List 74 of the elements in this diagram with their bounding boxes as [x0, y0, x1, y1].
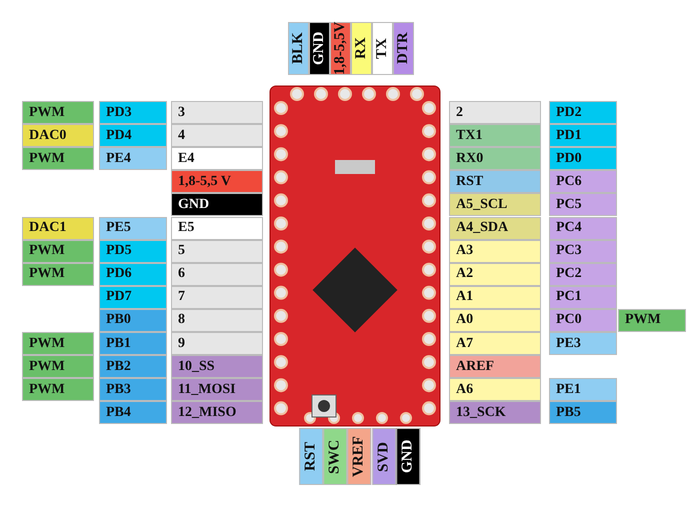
pin-label: PC5 — [549, 193, 617, 216]
pin-label: PWM — [22, 332, 94, 356]
pin-label: 4 — [171, 124, 263, 148]
pin-label: PWM — [22, 101, 94, 124]
pin-label: 9 — [171, 332, 263, 356]
pin-label: 3 — [171, 101, 263, 124]
pin-label: AREF — [449, 355, 541, 378]
pin-label: PC1 — [549, 286, 617, 309]
pin-label: 7 — [171, 286, 263, 309]
pin-label: PD1 — [549, 124, 617, 148]
pin-label: A5_SCL — [449, 193, 541, 216]
pin-label: 1,8-5,5V — [330, 22, 351, 75]
pin-label: PC3 — [549, 240, 617, 263]
pin-label: 11_MOSI — [171, 378, 263, 402]
pin-label: PB1 — [99, 332, 167, 356]
pin-label: PD3 — [99, 101, 167, 124]
pin-label: GND — [171, 193, 263, 216]
pin-label: A6 — [449, 378, 541, 402]
pin-label: 10_SS — [171, 355, 263, 378]
pin-label: PD4 — [99, 124, 167, 148]
pin-label: 12_MISO — [171, 401, 263, 424]
pin-label: PE3 — [549, 332, 617, 356]
pin-label: PE5 — [99, 216, 167, 240]
pin-label: TX — [372, 22, 393, 75]
pin-label: A1 — [449, 286, 541, 309]
pin-label: 1,8-5,5 V — [171, 170, 263, 194]
pin-label: E4 — [171, 147, 263, 170]
pin-label: A7 — [449, 332, 541, 356]
pin-label: PE1 — [549, 378, 617, 402]
pin-label: DAC0 — [22, 124, 94, 148]
pin-label: A3 — [449, 240, 541, 263]
pin-label: 2 — [449, 101, 541, 124]
pin-label: SWC — [323, 428, 348, 485]
pin-label: PB4 — [99, 401, 167, 424]
pin-label: PD2 — [549, 101, 617, 124]
pin-label: DAC1 — [22, 216, 94, 240]
pin-label: 13_SCK — [449, 401, 541, 424]
pin-label: DTR — [393, 22, 414, 75]
pin-label: PB5 — [549, 401, 617, 424]
pin-label: BLK — [288, 22, 309, 75]
pin-label: PWM — [22, 240, 94, 263]
pin-label: RX0 — [449, 147, 541, 170]
pin-label: RST — [299, 428, 324, 485]
pin-label: E5 — [171, 216, 263, 240]
pin-label: PD6 — [99, 262, 167, 286]
pin-label: A0 — [449, 308, 541, 332]
pin-label: PWM — [22, 147, 94, 170]
pin-label: PWM — [618, 308, 686, 332]
pin-label: RX — [351, 22, 372, 75]
pin-label: A4_SDA — [449, 216, 541, 240]
pin-label: PD5 — [99, 240, 167, 263]
pin-label: PWM — [22, 378, 94, 402]
pin-label: GND — [396, 428, 420, 485]
pin-label: VREF — [347, 428, 372, 485]
pin-label: PC6 — [549, 170, 617, 194]
pin-label: 5 — [171, 240, 263, 263]
pin-label: PC2 — [549, 262, 617, 286]
pin-label: PB2 — [99, 355, 167, 378]
pin-label: PWM — [22, 262, 94, 286]
pin-label: PB0 — [99, 308, 167, 332]
pin-label: 6 — [171, 262, 263, 286]
pin-label: PB3 — [99, 378, 167, 402]
pin-label: A2 — [449, 262, 541, 286]
pin-label: 8 — [171, 308, 263, 332]
pin-label: GND — [309, 22, 330, 75]
pin-label: SVD — [372, 428, 396, 485]
pin-label: PD0 — [549, 147, 617, 170]
pin-label: PE4 — [99, 147, 167, 170]
pin-label: PWM — [22, 355, 94, 378]
pin-label: PC4 — [549, 216, 617, 240]
pin-label: RST — [449, 170, 541, 194]
pin-label: PD7 — [99, 286, 167, 309]
pin-label: PC0 — [549, 308, 617, 332]
pin-label: TX1 — [449, 124, 541, 148]
